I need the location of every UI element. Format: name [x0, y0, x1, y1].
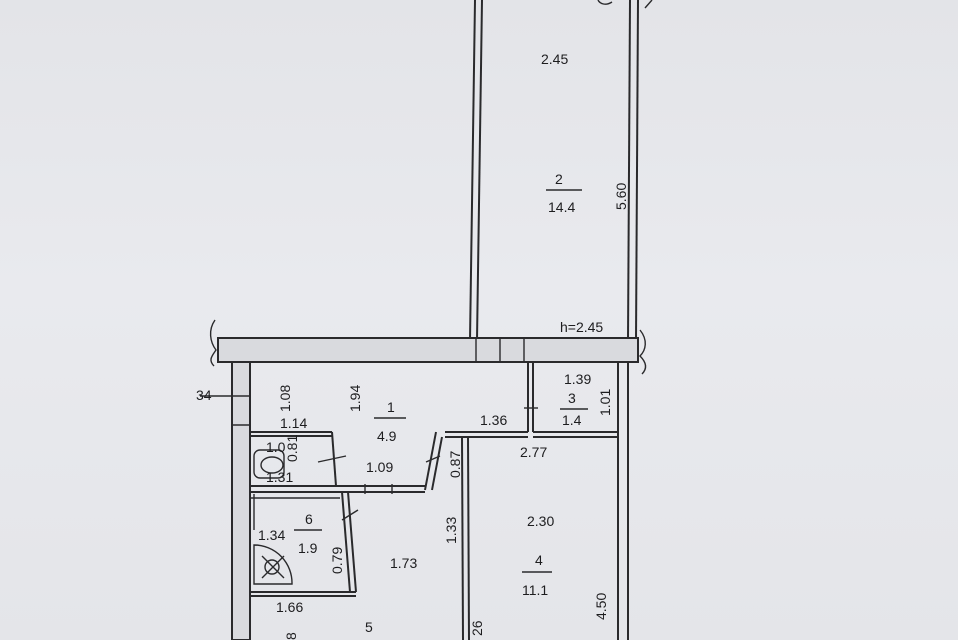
dim-1-14: 1.14 [280, 415, 307, 431]
room-1-area: 4.9 [377, 428, 397, 444]
dim-0-81: 0.81 [284, 435, 300, 462]
dim-0-79: 0.79 [329, 547, 345, 574]
dim-1-94: 1.94 [347, 385, 363, 412]
right-exterior-wall [617, 362, 629, 640]
main-horizontal-wall [209, 319, 647, 375]
dim-26-partial: 26 [469, 620, 485, 636]
dim-1-73: 1.73 [390, 555, 417, 571]
dim-1-33: 1.33 [443, 517, 459, 544]
room-4-walls [424, 431, 528, 640]
dim-4-50: 4.50 [593, 593, 609, 620]
room-2-number: 2 [555, 171, 563, 187]
dim-1-66: 1.66 [276, 599, 303, 615]
room-6-number: 6 [305, 511, 313, 527]
room-4-area: 11.1 [522, 582, 548, 598]
room-5-number: 5 [365, 619, 373, 635]
room-2-area: 14.4 [548, 199, 575, 215]
dim-1-0: 1.0 [266, 439, 286, 455]
left-exterior-wall [200, 361, 251, 640]
corridor-walls [250, 484, 425, 494]
dim-5-60: 5.60 [613, 183, 629, 210]
dim-1-34: 1.34 [258, 527, 285, 543]
room-3-number: 3 [568, 390, 576, 406]
room-6-walls [250, 491, 359, 597]
room-4-number: 4 [535, 552, 543, 568]
room-3-area: 1.4 [562, 412, 582, 428]
room-2-walls [469, 0, 653, 341]
dim-1-31: 1.31 [266, 469, 293, 485]
dim-1-01: 1.01 [597, 389, 613, 416]
room-6-area: 1.9 [298, 540, 318, 556]
dim-2-30: 2.30 [527, 513, 554, 529]
room-3-walls [524, 362, 618, 438]
dim-2-77: 2.77 [520, 444, 547, 460]
room-1-number: 1 [387, 399, 395, 415]
dim-0-87: 0.87 [447, 451, 463, 478]
bathroom-walls [250, 431, 347, 487]
dim-1-39: 1.39 [564, 371, 591, 387]
labels: h=2.45 2 14.4 1 4.9 3 1.4 4 11.1 6 1.9 5… [196, 51, 629, 640]
dim-1-09: 1.09 [366, 459, 393, 475]
dim-1-08: 1.08 [277, 385, 293, 412]
dim-34: 34 [196, 387, 212, 403]
dim-2-45: 2.45 [541, 51, 568, 67]
dim-1-36: 1.36 [480, 412, 507, 428]
dim-8-partial: 8 [283, 632, 299, 640]
ceiling-height-label: h=2.45 [560, 319, 603, 335]
